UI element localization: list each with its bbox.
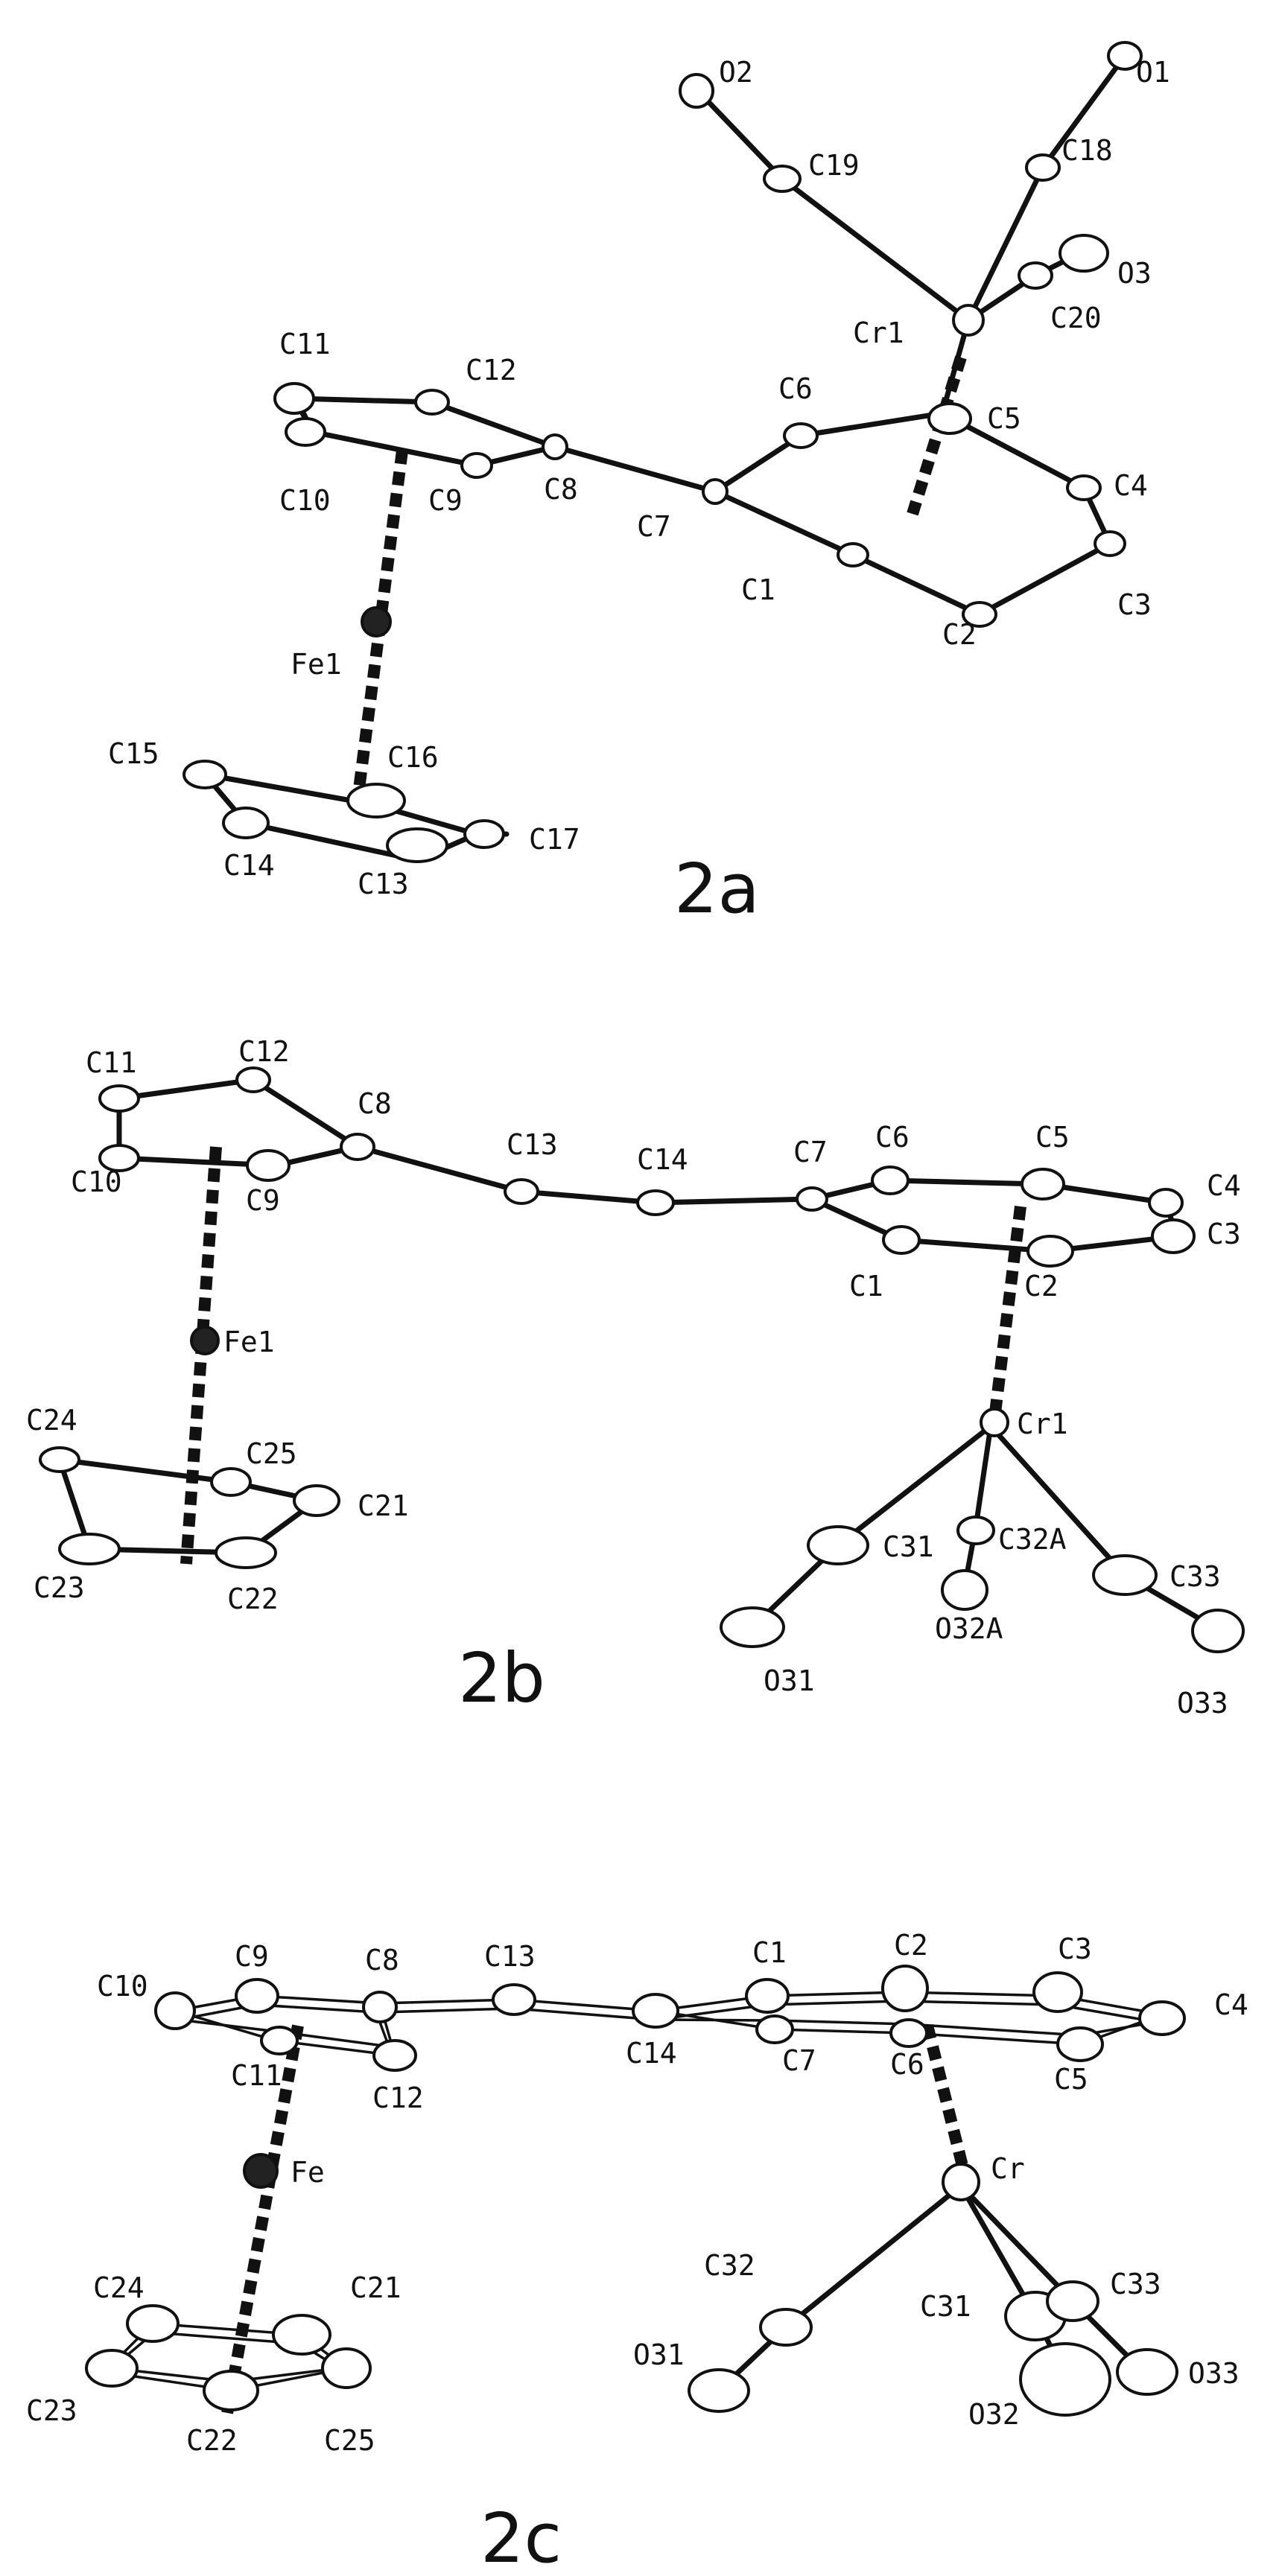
atom-label: C17 (529, 823, 580, 856)
atom-label: Fe (291, 2156, 325, 2189)
atom-label: C1 (741, 573, 775, 606)
atom-label: C32A (998, 1523, 1067, 1556)
atom-label: C11 (279, 328, 331, 360)
panel-label-2c: 2c (480, 2499, 562, 2576)
atom-label: C2 (942, 618, 977, 651)
atom-label: C8 (358, 1087, 392, 1120)
atom-label: O32 (968, 2398, 1020, 2431)
atom-label: C6 (875, 1121, 910, 1154)
atom-label: C1 (849, 1270, 883, 1303)
atom-label: C9 (246, 1184, 280, 1217)
atom-label: C32 (704, 2249, 755, 2282)
atom-label: O3 (1117, 257, 1152, 290)
atom-label: C21 (350, 2271, 402, 2304)
atom-label: C23 (26, 2394, 77, 2427)
atom-label: C2 (1024, 1270, 1059, 1303)
atom-label: O2 (719, 56, 753, 89)
atom-label: C9 (235, 1940, 269, 1973)
panel-2b: C11 C12 C10 C9 C8 C13 C14 C7 C6 C5 C4 C3… (26, 1035, 1245, 1720)
panel-label-2a: 2a (674, 849, 760, 929)
atom-label: C7 (793, 1136, 828, 1168)
atom-label: C7 (637, 510, 671, 543)
panel-2a: O2 O1 C19 C18 O3 C20 Cr1 C6 C5 C4 C3 C2 … (108, 41, 1170, 929)
atom-label: C8 (544, 473, 578, 506)
atom-label: O33 (1177, 1687, 1228, 1720)
atom-label: C5 (1035, 1121, 1070, 1154)
atom-label: C6 (890, 2048, 924, 2081)
atom-label: C4 (1207, 1169, 1241, 1202)
atom-label: C12 (238, 1035, 290, 1068)
atom-label: C22 (227, 1583, 279, 1615)
atom-label: C20 (1050, 302, 1102, 334)
atom-label: O31 (764, 1664, 815, 1697)
atom-label: C18 (1061, 134, 1113, 167)
atom-label: C6 (778, 372, 813, 405)
atom-label: C2 (894, 1929, 928, 1962)
atom-label: O33 (1188, 2357, 1240, 2390)
atom-label: C10 (71, 1165, 122, 1198)
atom-label: Cr1 (853, 317, 904, 349)
atom-label: C25 (246, 1437, 297, 1470)
atom-label: C25 (324, 2424, 375, 2457)
atom-label: C14 (626, 2037, 677, 2070)
atom-label: C1 (752, 1936, 787, 1969)
atom-label: C5 (1054, 2063, 1088, 2096)
atom-label: C14 (637, 1143, 688, 1176)
atom-label: C11 (231, 2059, 282, 2092)
atom-label: C7 (782, 2044, 816, 2077)
atom-label: C23 (34, 1571, 85, 1604)
atom-label: C9 (428, 484, 463, 517)
atom-label: C21 (358, 1489, 409, 1522)
atom-label: C8 (365, 1944, 399, 1976)
atom-label: C13 (484, 1940, 536, 1973)
atom-label: O32A (935, 1612, 1003, 1645)
atom-label: Cr1 (1017, 1408, 1068, 1440)
atom-label: Fe1 (223, 1326, 275, 1358)
panel-2c: C10 C9 C8 C11 C12 C13 C14 C1 C7 C2 C6 C3… (26, 1929, 1248, 2576)
atom-label: C12 (372, 2082, 424, 2114)
atom-label: C4 (1114, 469, 1148, 502)
atom-label: O1 (1136, 56, 1170, 89)
atom-label: Cr (991, 2152, 1025, 2185)
atom-label: C4 (1214, 1988, 1248, 2021)
atom-label: C13 (507, 1128, 558, 1161)
atom-label: C3 (1058, 1933, 1092, 1965)
atom-label: C33 (1110, 2268, 1161, 2300)
atom-label: C24 (93, 2271, 145, 2304)
atom-label: C16 (387, 741, 439, 774)
atom-label: C19 (808, 149, 860, 182)
atom-label: C11 (86, 1046, 137, 1079)
atom-label: C5 (987, 402, 1021, 435)
atom-label: C22 (186, 2424, 238, 2457)
atom-label: C31 (920, 2290, 971, 2323)
atom-label: C13 (358, 868, 409, 900)
atom-label: O31 (633, 2338, 685, 2371)
atom-label: C10 (279, 484, 331, 517)
atom-label: C12 (466, 354, 517, 387)
panel-label-2b: 2b (458, 1638, 545, 1718)
atom-label: C24 (26, 1404, 77, 1437)
atom-label: C15 (108, 737, 159, 770)
atom-label: Fe1 (291, 648, 342, 681)
atom-label: C33 (1169, 1560, 1221, 1593)
atom-label: C31 (883, 1530, 934, 1563)
atom-label: C14 (223, 849, 275, 882)
atom-label: C3 (1207, 1218, 1241, 1250)
atom-label: C10 (97, 1970, 148, 2003)
atom-label: C3 (1117, 588, 1152, 621)
